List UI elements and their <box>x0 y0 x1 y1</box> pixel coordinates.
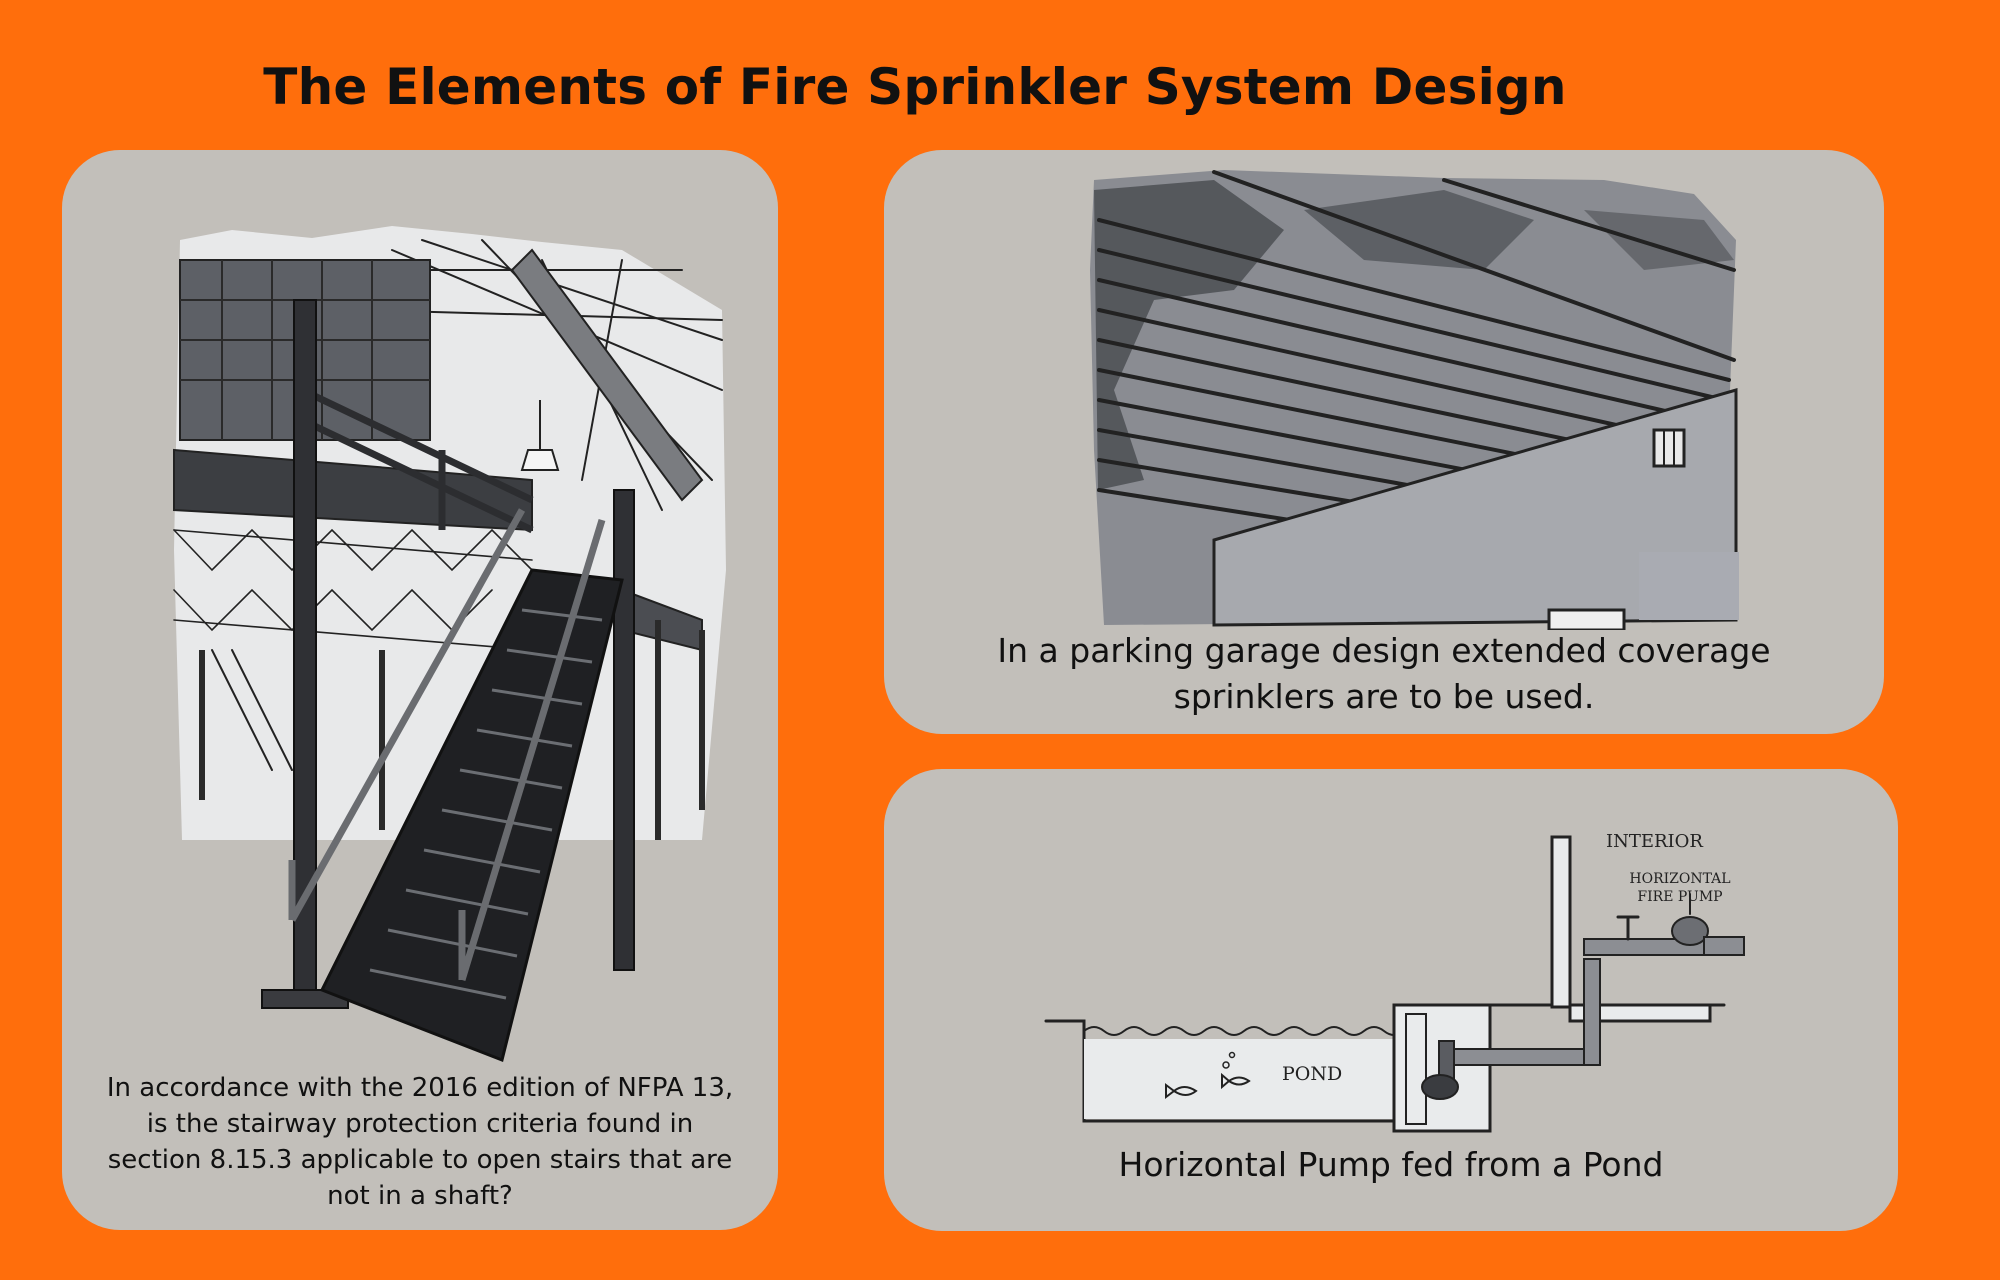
horizontal-fire-pump-label-line1: HORIZONTAL <box>1629 871 1730 887</box>
mezzanine-stairs-illustration <box>173 226 726 1063</box>
card-parking-garage: In a parking garage design extended cove… <box>884 150 1884 734</box>
card-stairway-question: In accordance with the 2016 edition of N… <box>62 150 778 1230</box>
page-title: The Elements of Fire Sprinkler System De… <box>263 58 1567 116</box>
horizontal-fire-pump-label-line2: FIRE PUMP <box>1637 889 1722 905</box>
parking-garage-caption: In a parking garage design extended cove… <box>997 631 1771 716</box>
stairway-question-text: In accordance with the 2016 edition of N… <box>106 1073 734 1211</box>
interior-label: INTERIOR <box>1606 831 1703 852</box>
parking-garage-ceiling-illustration <box>1090 170 1739 630</box>
card-horizontal-pump: POND INTERIOR HORIZONTAL FIRE PUMP Horiz… <box>884 769 1898 1231</box>
pond-pump-diagram: POND INTERIOR HORIZONTAL FIRE PUMP <box>1044 831 1745 1133</box>
horizontal-pump-caption: Horizontal Pump fed from a Pond <box>1118 1145 1664 1184</box>
pond-label: POND <box>1282 1063 1342 1085</box>
